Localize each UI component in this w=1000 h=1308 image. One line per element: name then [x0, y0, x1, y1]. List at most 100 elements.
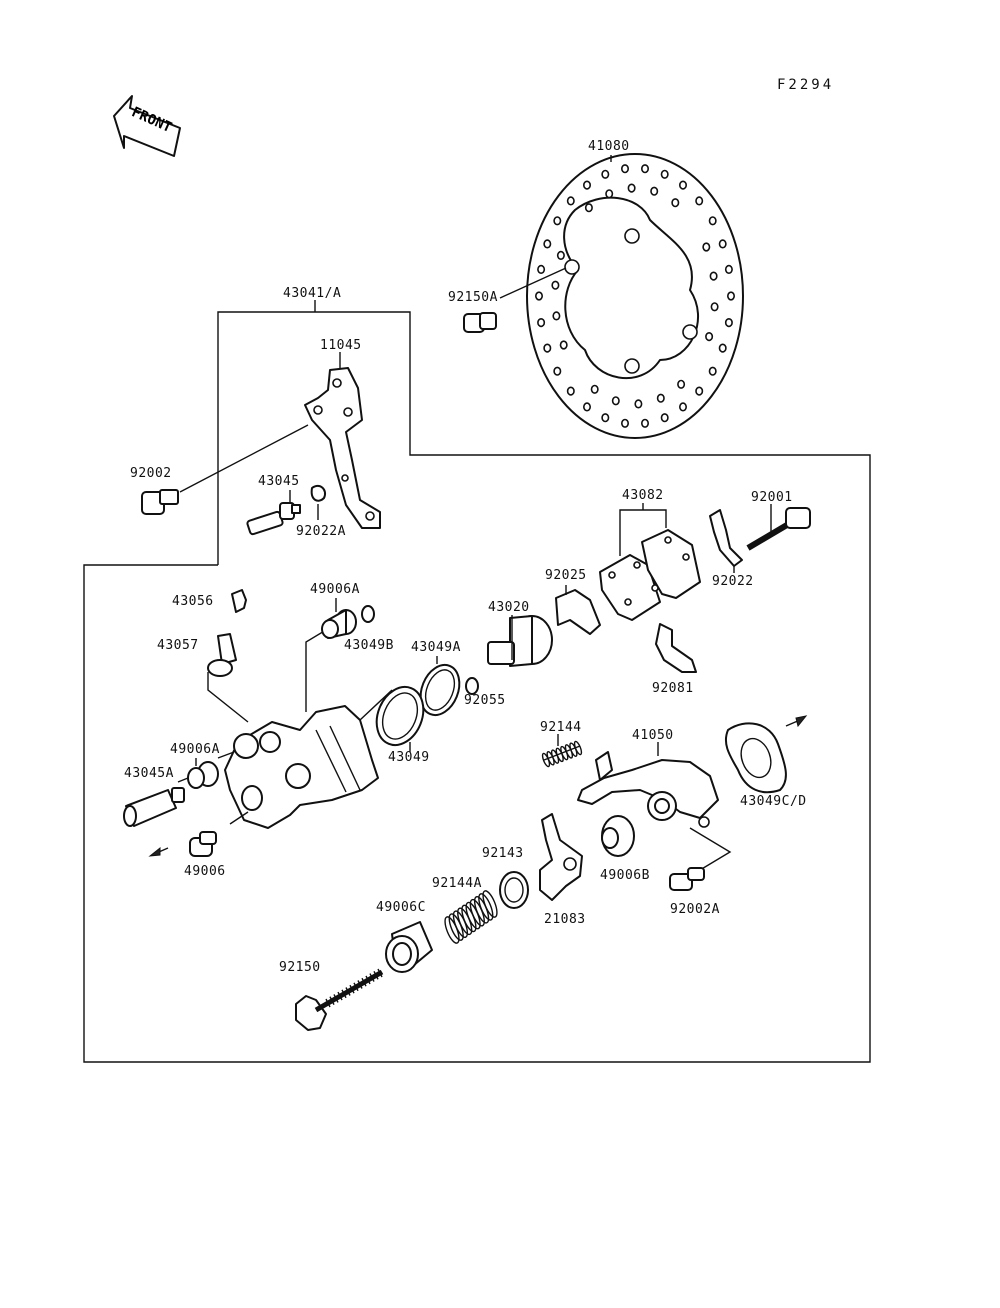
washer-43049B — [361, 605, 375, 623]
disc-vent-hole — [650, 186, 659, 196]
bolt-thread — [329, 996, 335, 1006]
pin-92001 — [746, 507, 811, 551]
disc-vent-hole — [611, 396, 620, 406]
disc-vent-hole — [671, 198, 680, 208]
disc-vent-hole — [543, 343, 552, 353]
disc-vent-hole — [695, 386, 704, 396]
label-92144A: 92144A — [432, 876, 482, 891]
disc-vent-hole — [678, 180, 687, 190]
disc-vent-hole — [584, 203, 593, 213]
label-41050: 41050 — [632, 728, 674, 743]
label-43056: 43056 — [172, 594, 214, 609]
disc-vent-hole — [543, 239, 552, 249]
disc-vent-hole — [710, 302, 719, 312]
disc-vent-hole — [534, 291, 543, 301]
disc-vent-hole — [695, 196, 704, 206]
disc-vent-hole — [709, 271, 718, 281]
label-43049CD: 43049C/D — [740, 794, 807, 809]
disc-vent-hole — [718, 343, 727, 353]
label-92150: 92150 — [279, 960, 321, 975]
bolt-thread — [373, 970, 379, 980]
bushing-49006B — [601, 815, 635, 857]
clip-92022 — [709, 509, 743, 567]
clip-92022A — [310, 484, 326, 502]
disc-vent-hole — [537, 318, 546, 328]
spring-coil — [478, 893, 494, 921]
label-49006: 49006 — [184, 864, 226, 879]
disc-bolt-92150A — [463, 312, 497, 333]
seal-49006A-top — [321, 609, 357, 639]
disc-vent-hole — [553, 366, 562, 376]
disc-vent-holes — [534, 164, 735, 428]
figure-code: F2294 — [777, 77, 835, 93]
ring-92143 — [499, 871, 529, 909]
label-92022: 92022 — [712, 574, 754, 589]
caliper-body — [224, 705, 379, 829]
disc-vent-hole — [640, 418, 649, 428]
disc-vent-hole — [708, 366, 717, 376]
bolt-thread — [325, 998, 331, 1008]
bleed-cap-43057 — [207, 633, 237, 677]
disc-vent-hole — [702, 242, 711, 252]
pad-plate-92025 — [555, 589, 601, 635]
bolt-thread — [365, 975, 371, 985]
disc-vent-hole — [660, 413, 669, 423]
label-41080: 41080 — [588, 139, 630, 154]
disc-vent-hole — [582, 402, 591, 412]
disc-vent-hole — [590, 384, 599, 394]
label-43045A: 43045A — [124, 766, 174, 781]
label-92055: 92055 — [464, 693, 506, 708]
bolt-thread — [377, 968, 383, 978]
disc-vent-hole — [708, 216, 717, 226]
disc-vent-hole — [640, 164, 649, 174]
disc-vent-hole — [620, 164, 629, 174]
actuator-lever-41050 — [577, 751, 719, 828]
disc-vent-hole — [582, 180, 591, 190]
bolt-thread — [349, 984, 355, 994]
disc-vent-hole — [601, 413, 610, 423]
label-43057: 43057 — [157, 638, 199, 653]
label-49006B: 49006B — [600, 868, 650, 883]
spring-92144 — [541, 740, 583, 768]
disc-vent-hole — [724, 264, 733, 275]
label-92002: 92002 — [130, 466, 172, 481]
disc-vent-hole — [726, 291, 735, 301]
disc-vent-hole — [660, 169, 669, 179]
ring-92055 — [465, 677, 479, 695]
disc-vent-hole — [656, 393, 665, 403]
disc-vent-hole — [556, 250, 565, 260]
disc-vent-hole — [566, 196, 575, 206]
bolt-thread — [357, 980, 363, 989]
gasket-43049CD — [724, 722, 787, 794]
plug-49006 — [189, 831, 217, 857]
disc-vent-hole — [678, 402, 687, 412]
caliper-bracket — [304, 367, 381, 529]
seal-49006A — [187, 761, 219, 789]
disc-vent-hole — [605, 189, 614, 199]
bolt-92002A — [669, 867, 705, 891]
disc-vent-hole — [627, 183, 636, 193]
bolt-92002 — [141, 489, 179, 515]
oring-43049A — [419, 663, 461, 717]
bolt-thread — [361, 977, 367, 987]
label-92001: 92001 — [751, 490, 793, 505]
seal-43049 — [375, 685, 425, 747]
label-43082: 43082 — [622, 488, 664, 503]
arm-21083 — [539, 813, 583, 901]
disc-vent-hole — [566, 386, 575, 396]
brake-disc — [526, 153, 744, 439]
label-21083: 21083 — [544, 912, 586, 927]
label-49006A-top: 49006A — [310, 582, 360, 597]
pad-spring-92081 — [655, 623, 697, 673]
disc-vent-hole — [724, 318, 733, 328]
label-92022A: 92022A — [296, 524, 346, 539]
disc-vent-hole — [634, 399, 643, 409]
bleed-screw-43056 — [231, 589, 247, 613]
spring-coil — [482, 890, 498, 918]
label-92081: 92081 — [652, 681, 694, 696]
spring-coil — [573, 740, 583, 756]
bolt-thread — [369, 973, 375, 982]
label-92025: 92025 — [545, 568, 587, 583]
adjuster-bolt-92150 — [295, 969, 384, 1031]
